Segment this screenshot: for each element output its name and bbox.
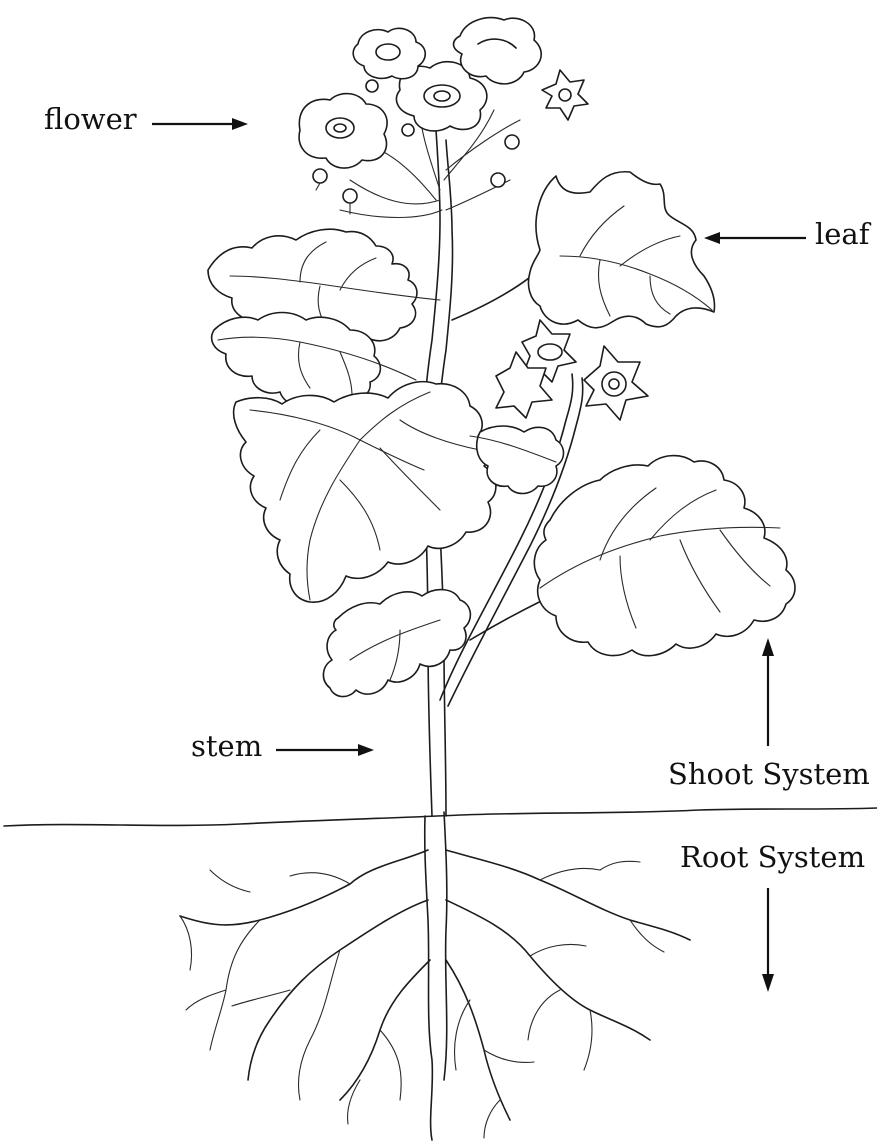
ground-line (4, 808, 877, 826)
root-system (180, 812, 690, 1140)
side-flowers (496, 320, 648, 420)
leaf-upper-right (528, 172, 714, 328)
leaf-upper-left (208, 229, 440, 407)
label-flower: flower (44, 105, 137, 134)
label-shoot-system: Shoot System (668, 760, 870, 789)
label-root-system: Root System (680, 843, 865, 872)
flower-cluster (299, 18, 588, 218)
label-leaf: leaf (815, 220, 869, 249)
leaf-middle-large (234, 382, 496, 603)
leaf-lower-right (534, 456, 795, 656)
label-stem: stem (191, 732, 262, 761)
